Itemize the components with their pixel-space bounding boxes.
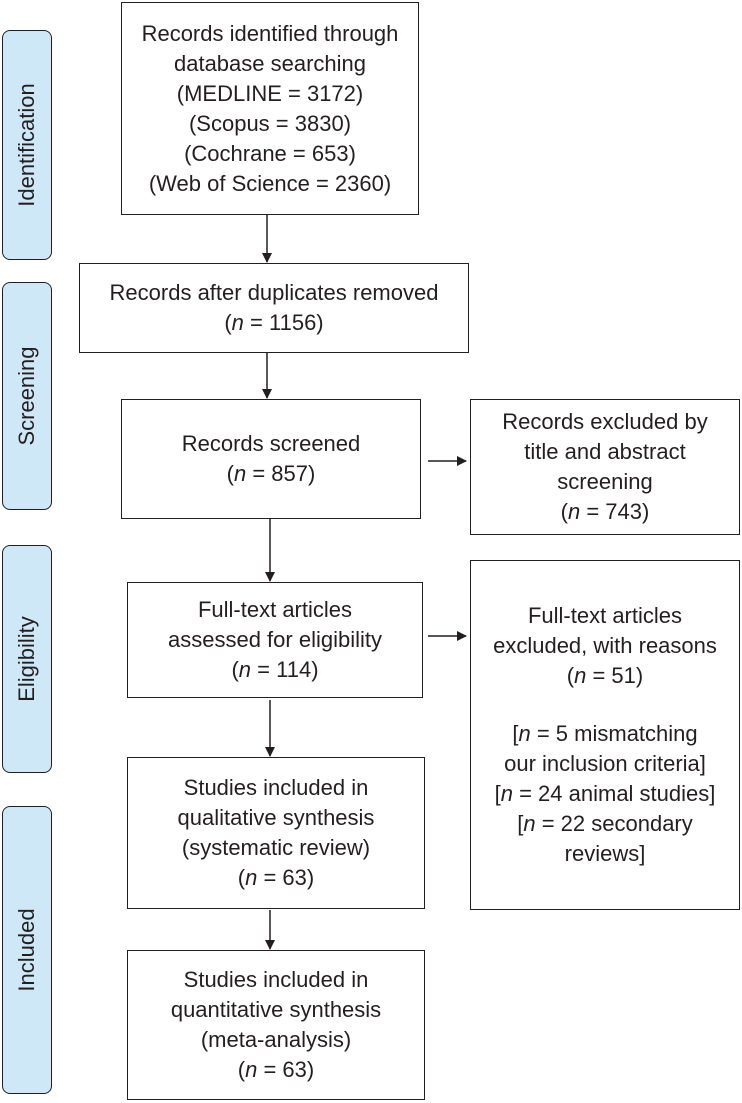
records-excluded-count: (n = 743)	[561, 497, 650, 527]
stage-eligibility: Eligibility	[2, 545, 52, 773]
records-identified-cochrane: (Cochrane = 653)	[184, 140, 356, 166]
count-symbol: n	[567, 499, 581, 524]
exclusion-reason-mismatching-cont: our inclusion criteria]	[504, 751, 706, 776]
stage-included: Included	[2, 806, 52, 1094]
count-value: = 51)	[586, 663, 644, 688]
count-value: = 857)	[246, 461, 316, 486]
count-value: = 114)	[251, 657, 319, 682]
records-screened-count: (n = 857)	[227, 459, 316, 489]
stage-identification-label: Identification	[14, 83, 39, 207]
count-prefix: (	[226, 461, 234, 486]
count-value: = 743)	[580, 499, 650, 524]
count-symbol: n	[245, 1057, 258, 1082]
quantitative-line2: quantitative synthesis	[170, 997, 382, 1022]
count-value: = 1156)	[243, 310, 324, 335]
records-excluded-box: Records excluded by title and abstract s…	[470, 399, 740, 535]
records-identified-medline: (MEDLINE = 3172)	[176, 80, 364, 106]
records-identified-line2: database searching	[173, 50, 367, 76]
count-prefix: (	[237, 865, 246, 890]
stage-screening-label: Screening	[14, 346, 39, 446]
stage-screening: Screening	[2, 282, 52, 510]
fulltext-assessed-line1: Full-text articles	[197, 597, 353, 622]
reason-prefix: [	[494, 781, 501, 806]
qualitative-line1: Studies included in	[183, 775, 369, 800]
reason-value: = 24 animal studies]	[512, 781, 716, 806]
fulltext-excluded-line2: excluded, with reasons	[493, 633, 717, 658]
reason-value: = 22 secondary	[535, 811, 693, 836]
count-prefix: (	[566, 663, 575, 688]
qualitative-count: (n = 63)	[238, 863, 314, 893]
quantitative-count: (n = 63)	[238, 1055, 314, 1085]
count-symbol: n	[233, 461, 247, 486]
fulltext-assessed-box: Full-text articles assessed for eligibil…	[127, 582, 423, 698]
fulltext-assessed-count: (n = 114)	[231, 655, 318, 685]
stage-identification: Identification	[2, 30, 52, 260]
count-prefix: (	[560, 499, 568, 524]
qualitative-line3: (systematic review)	[181, 835, 371, 860]
reason-prefix: [	[517, 811, 524, 836]
count-value: = 63)	[257, 1057, 315, 1082]
records-excluded-line1: Records excluded by	[502, 409, 708, 434]
exclusion-reason-animal: [n = 24 animal studies]	[495, 779, 716, 809]
quantitative-line3: (meta-analysis)	[200, 1027, 352, 1052]
quantitative-synthesis-box: Studies included in quantitative synthes…	[127, 950, 425, 1100]
count-symbol: n	[231, 310, 244, 335]
fulltext-excluded-count: (n = 51)	[567, 661, 643, 691]
records-identified-wos: (Web of Science = 2360)	[148, 170, 392, 196]
reason-symbol: n	[500, 781, 513, 806]
count-prefix: (	[224, 310, 232, 335]
records-screened-box: Records screened (n = 857)	[121, 399, 421, 519]
quantitative-line1: Studies included in	[183, 967, 369, 992]
reason-value: = 5 mismatching	[530, 721, 698, 746]
count-symbol: n	[574, 663, 587, 688]
exclusion-reason-mismatching: [n = 5 mismatching	[512, 719, 697, 749]
count-symbol: n	[238, 657, 252, 682]
fulltext-excluded-line1: Full-text articles	[527, 603, 683, 628]
count-value: = 63)	[257, 865, 315, 890]
stage-eligibility-label: Eligibility	[14, 616, 39, 702]
qualitative-line2: qualitative synthesis	[177, 805, 375, 830]
records-excluded-line2: title and abstract	[524, 439, 686, 464]
count-prefix: (	[237, 1057, 246, 1082]
count-prefix: (	[231, 657, 239, 682]
records-identified-line1: Records identified through	[141, 20, 399, 46]
records-screened-line1: Records screened	[181, 431, 361, 456]
duplicates-removed-line1: Records after duplicates removed	[109, 280, 439, 305]
duplicates-removed-count: (n = 1156)	[224, 308, 323, 338]
fulltext-assessed-line2: assessed for eligibility	[168, 627, 382, 652]
stage-included-label: Included	[14, 908, 39, 992]
records-excluded-line3: screening	[557, 469, 653, 494]
records-identified-box: Records identified through database sear…	[121, 2, 419, 215]
count-symbol: n	[245, 865, 258, 890]
exclusion-reason-secondary: [n = 22 secondary	[517, 809, 693, 839]
reason-symbol: n	[518, 721, 531, 746]
qualitative-synthesis-box: Studies included in qualitative synthesi…	[127, 757, 425, 909]
exclusion-reason-secondary-cont: reviews]	[564, 841, 646, 866]
reason-symbol: n	[523, 811, 536, 836]
records-identified-scopus: (Scopus = 3830)	[188, 110, 352, 136]
fulltext-excluded-box: Full-text articles excluded, with reason…	[470, 560, 740, 910]
duplicates-removed-box: Records after duplicates removed (n = 11…	[79, 263, 469, 353]
reason-prefix: [	[512, 721, 519, 746]
